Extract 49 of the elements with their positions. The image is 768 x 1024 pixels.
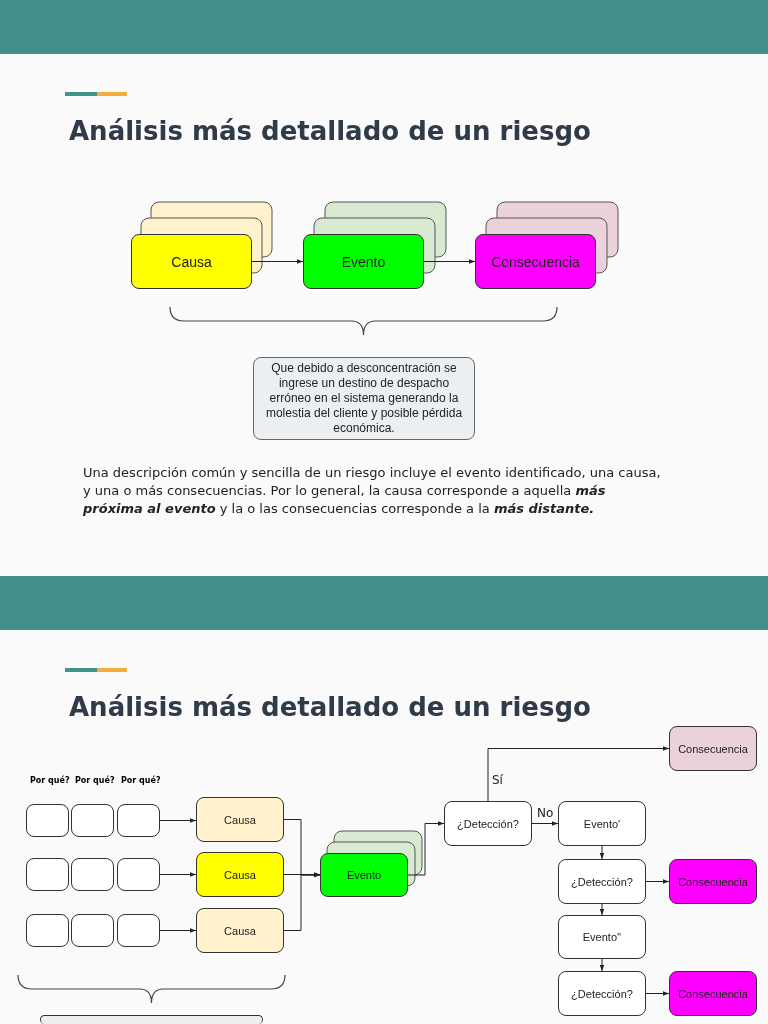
arrow: [159, 928, 197, 933]
decision-box: ¿Detección?: [558, 859, 646, 904]
empty-box: [26, 804, 69, 837]
heading: Análisis más detallado de un riesgo: [69, 692, 591, 722]
arrow: [407, 821, 445, 876]
arrow: [531, 821, 559, 826]
consequence-box: Consecuencia: [669, 859, 757, 904]
empty-box: [117, 914, 160, 947]
arrow: [599, 903, 605, 916]
event-box: Evento: [303, 234, 424, 289]
arrow: [599, 958, 605, 972]
arrow: [283, 872, 321, 931]
empty-box: [71, 914, 114, 947]
arrow: [645, 991, 670, 996]
note-box: [40, 1015, 263, 1024]
empty-box: [26, 858, 69, 891]
arrow: [283, 872, 321, 877]
arrow: [159, 818, 197, 823]
cause-box: Causa: [196, 852, 284, 897]
arrow: [423, 259, 476, 264]
paragraph: Una descripción común y sencilla de un riesgo incluye el evento identificado, una causa, y una o más consecuencias. Por lo general, la causa corresponde a aquella más próxima al evento y la o las consecuencias corresponde a la más distante.: [83, 464, 662, 518]
empty-box: [117, 804, 160, 837]
event-box: Evento'': [558, 915, 646, 959]
decision-box: ¿Detección?: [444, 801, 532, 846]
event-box: Evento': [558, 801, 646, 846]
description-box: Que debido a desconcentración se ingrese un destino de despacho erróneo en el sistema generando la molestia del cliente y posible pérdida económica.: [253, 357, 475, 440]
empty-box: [71, 804, 114, 837]
consequence-box: Consecuencia: [475, 234, 596, 289]
arrow: [487, 746, 670, 802]
edge-label: No: [537, 806, 554, 820]
cause-box: Causa: [131, 234, 252, 289]
arrow: [599, 845, 605, 860]
cause-box: Causa: [196, 797, 284, 842]
heading: Análisis más detallado de un riesgo: [69, 116, 591, 146]
decision-box: ¿Detección?: [558, 971, 646, 1016]
consequence-box: Consecuencia: [669, 971, 757, 1016]
empty-box: [71, 858, 114, 891]
event-box: Evento: [320, 853, 408, 897]
empty-box: [26, 914, 69, 947]
edge-label: Sí: [492, 773, 503, 787]
question-label: Por qué?: [30, 776, 70, 785]
question-label: Por qué?: [121, 776, 161, 785]
arrow: [645, 879, 670, 884]
empty-box: [117, 858, 160, 891]
arrow: [251, 259, 304, 264]
cause-box: Causa: [196, 908, 284, 953]
consequence-box: Consecuencia: [669, 726, 757, 771]
question-label: Por qué?: [75, 776, 115, 785]
arrow: [159, 872, 197, 877]
